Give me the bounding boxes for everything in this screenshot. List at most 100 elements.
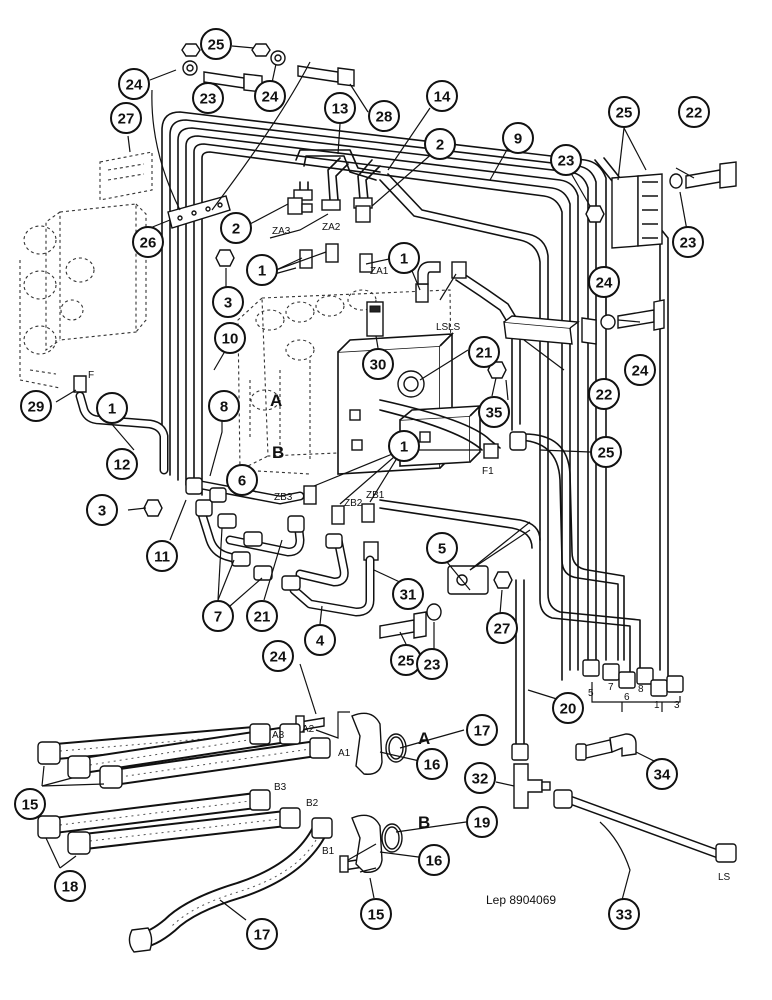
callout-number: 3 xyxy=(224,295,232,312)
callout-number: 30 xyxy=(370,357,387,374)
callout-35: 35 xyxy=(478,396,510,428)
svg-text:A3: A3 xyxy=(272,730,285,741)
svg-text:3: 3 xyxy=(674,700,680,711)
callout-number: 25 xyxy=(616,105,633,122)
callout-4: 4 xyxy=(304,624,336,656)
callout-number: 1 xyxy=(400,251,408,268)
svg-text:A1: A1 xyxy=(338,748,351,759)
svg-text:A2: A2 xyxy=(302,724,315,735)
callout-34: 34 xyxy=(646,758,678,790)
callout-number: 24 xyxy=(126,77,143,94)
svg-text:B1: B1 xyxy=(322,846,335,857)
callout-number: 1 xyxy=(400,439,408,456)
callout-number: 2 xyxy=(232,221,240,238)
hoses xyxy=(37,723,333,953)
callout-number: 9 xyxy=(514,131,522,148)
callout-23: 23 xyxy=(672,226,704,258)
callout-number: 21 xyxy=(254,609,271,626)
callout-number: 2 xyxy=(436,137,444,154)
svg-text:8: 8 xyxy=(638,684,644,695)
callout-19: 19 xyxy=(466,806,498,838)
callout-18: 18 xyxy=(54,870,86,902)
callout-2: 2 xyxy=(424,128,456,160)
callout-1: 1 xyxy=(246,254,278,286)
callout-33: 33 xyxy=(608,898,640,930)
callout-number: 29 xyxy=(28,399,45,416)
callout-number: 17 xyxy=(474,723,491,740)
callout-16: 16 xyxy=(418,844,450,876)
ls-line: LS xyxy=(511,579,737,883)
callout-number: 31 xyxy=(400,587,417,604)
callout-6: 6 xyxy=(226,464,258,496)
callout-1: 1 xyxy=(388,430,420,462)
callout-number: 6 xyxy=(238,473,246,490)
callout-25: 25 xyxy=(390,644,422,676)
svg-text:ZB1: ZB1 xyxy=(366,490,385,501)
callout-number: 13 xyxy=(332,101,349,118)
pipe-end-nuts xyxy=(582,659,684,712)
callout-31: 31 xyxy=(392,578,424,610)
callout-3: 3 xyxy=(86,494,118,526)
callout-29: 29 xyxy=(20,390,52,422)
svg-text:1: 1 xyxy=(654,700,660,711)
callout-9: 9 xyxy=(502,122,534,154)
svg-text:ZA2: ZA2 xyxy=(322,222,341,233)
callout-number: 22 xyxy=(686,105,703,122)
callout-number: 4 xyxy=(316,633,325,650)
callout-number: 25 xyxy=(598,445,615,462)
ghosted-solenoid-block xyxy=(19,203,147,389)
svg-text:ZB2: ZB2 xyxy=(344,498,363,509)
callout-15: 15 xyxy=(14,788,46,820)
flanges xyxy=(315,711,407,873)
callout-number: 10 xyxy=(222,331,239,348)
svg-text:B2: B2 xyxy=(306,798,319,809)
callout-16: 16 xyxy=(416,748,448,780)
callout-number: 24 xyxy=(632,363,649,380)
drawing-reference: Lep 8904069 xyxy=(486,893,556,907)
callout-8: 8 xyxy=(208,390,240,422)
svg-text:LS: LS xyxy=(436,322,449,333)
callout-24: 24 xyxy=(118,68,150,100)
callout-7: 7 xyxy=(202,600,234,632)
callout-number: 1 xyxy=(108,401,116,418)
callout-23: 23 xyxy=(550,144,582,176)
callout-number: 15 xyxy=(368,907,385,924)
callout-number: 12 xyxy=(114,457,131,474)
callout-number: 17 xyxy=(254,927,271,944)
clamp-blocks xyxy=(99,151,663,595)
callout-23: 23 xyxy=(192,82,224,114)
svg-text:7: 7 xyxy=(608,682,614,693)
callout-11: 11 xyxy=(146,540,178,572)
callout-number: 24 xyxy=(262,89,279,106)
svg-text:A: A xyxy=(418,729,430,748)
callout-number: 15 xyxy=(22,797,39,814)
callout-14: 14 xyxy=(426,80,458,112)
callout-number: 21 xyxy=(476,345,493,362)
callout-number: 23 xyxy=(680,235,697,252)
callout-number: 27 xyxy=(118,111,135,128)
callout-number: 18 xyxy=(62,879,79,896)
callout-24: 24 xyxy=(624,354,656,386)
callout-5: 5 xyxy=(426,532,458,564)
callout-1: 1 xyxy=(388,242,420,274)
svg-text:6: 6 xyxy=(624,692,630,703)
callout-20: 20 xyxy=(552,692,584,724)
callout-number: 25 xyxy=(208,37,225,54)
svg-text:B: B xyxy=(272,443,284,462)
callout-number: 16 xyxy=(424,757,441,774)
callout-number: 25 xyxy=(398,653,415,670)
callout-number: 3 xyxy=(98,503,106,520)
callout-21: 21 xyxy=(246,600,278,632)
svg-text:LS: LS xyxy=(718,872,731,883)
callout-number: 11 xyxy=(154,549,170,566)
pipe-end-marks: 5 7 6 8 1 3 xyxy=(588,682,680,711)
svg-text:F: F xyxy=(88,370,94,381)
callout-2: 2 xyxy=(220,212,252,244)
callout-number: 24 xyxy=(270,649,287,666)
svg-text:5: 5 xyxy=(588,688,594,699)
callout-25: 25 xyxy=(200,28,232,60)
callout-10: 10 xyxy=(214,322,246,354)
callout-25: 25 xyxy=(608,96,640,128)
callout-28: 28 xyxy=(368,100,400,132)
